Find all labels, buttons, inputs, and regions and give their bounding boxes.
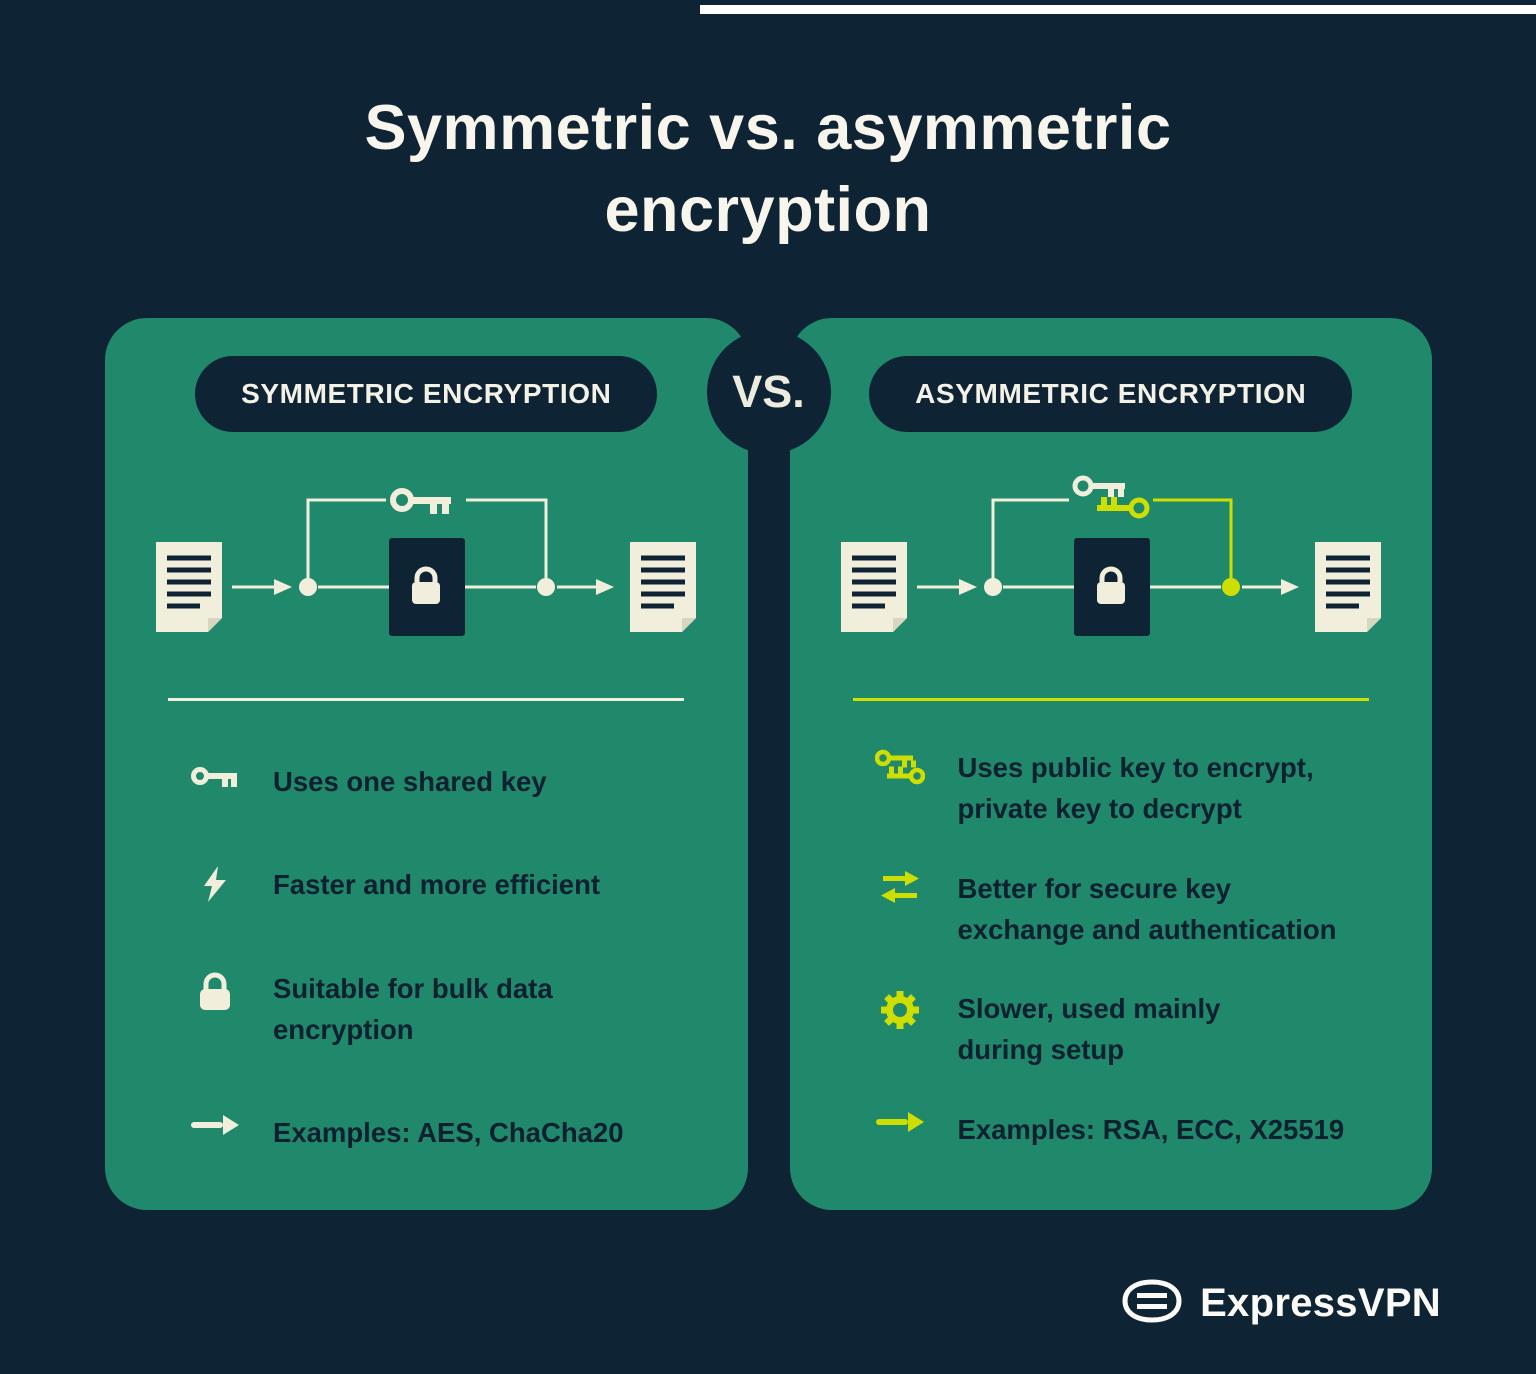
bullet-text: Uses public key to encrypt, private key … xyxy=(957,752,1314,825)
list-item: Uses public key to encrypt, private key … xyxy=(874,747,1393,830)
bullet-text: Examples: AES, ChaCha20 xyxy=(273,1117,624,1148)
exchange-arrows-icon xyxy=(874,868,926,904)
brand-footer: ExpressVPN xyxy=(1122,1279,1441,1328)
arrow-right-icon xyxy=(874,1109,926,1133)
asymmetric-bullets: Uses public key to encrypt, private key … xyxy=(790,747,1433,1150)
plaintext-document-icon xyxy=(840,542,907,632)
flow-arrowhead xyxy=(596,579,615,595)
bullet-text: Better for secure key exchange and authe… xyxy=(957,872,1337,945)
list-item: Examples: RSA, ECC, X25519 xyxy=(874,1109,1393,1150)
cipher-lock-box xyxy=(389,538,466,636)
bullet-text: Suitable for bulk data encryption xyxy=(273,972,553,1045)
asymmetric-flow-diagram xyxy=(840,475,1381,636)
bullet-text: Slower, used mainly during setup xyxy=(957,993,1221,1066)
list-item: Uses one shared key xyxy=(189,761,708,802)
ciphertext-document-icon xyxy=(630,542,697,632)
asymmetric-panel-header: ASYMMETRIC ENCRYPTION xyxy=(869,356,1353,432)
shared-key-icon xyxy=(390,488,452,514)
symmetric-divider xyxy=(168,698,685,701)
plaintext-document-icon xyxy=(156,542,223,632)
cipher-lock-box xyxy=(1073,538,1150,636)
key-node-dot xyxy=(537,578,556,596)
list-item: Slower, used mainly during setup xyxy=(874,988,1393,1071)
dual-key-icon xyxy=(1072,475,1150,519)
flow-arrowhead xyxy=(958,579,977,595)
key-connector-left xyxy=(991,498,1069,587)
bullet-text: Uses one shared key xyxy=(273,766,547,797)
symmetric-panel-header: SYMMETRIC ENCRYPTION xyxy=(195,356,658,432)
expressvpn-logo-icon xyxy=(1122,1279,1182,1328)
list-item: Faster and more efficient xyxy=(189,864,708,905)
list-item: Examples: AES, ChaCha20 xyxy=(189,1112,708,1153)
symmetric-panel: SYMMETRIC ENCRYPTION xyxy=(105,318,748,1210)
private-key-node-dot xyxy=(1221,578,1240,596)
key-connector-left xyxy=(306,498,387,587)
arrow-right-icon xyxy=(189,1112,241,1136)
asymmetric-panel: ASYMMETRIC ENCRYPTION xyxy=(789,318,1433,1210)
key-connector-right xyxy=(1152,498,1233,587)
flow-arrowhead xyxy=(274,579,293,595)
lightning-icon xyxy=(189,864,241,903)
lock-icon xyxy=(189,968,241,1012)
asymmetric-divider xyxy=(852,698,1369,701)
list-item: Suitable for bulk data encryption xyxy=(189,968,708,1051)
brand-wordmark: ExpressVPN xyxy=(1200,1281,1441,1325)
vs-badge-label: VS. xyxy=(732,366,805,417)
key-node-dot xyxy=(299,578,318,596)
double-key-icon xyxy=(874,747,926,785)
top-strip xyxy=(700,5,1536,14)
bullet-text: Examples: RSA, ECC, X25519 xyxy=(957,1113,1345,1145)
public-key-node-dot xyxy=(983,578,1002,596)
symmetric-flow-diagram xyxy=(156,488,697,636)
key-connector-right xyxy=(466,498,548,587)
flow-arrowhead xyxy=(1280,579,1299,595)
gear-icon xyxy=(874,988,926,1030)
ciphertext-document-icon xyxy=(1314,542,1381,632)
page-title: Symmetric vs. asymmetric encryption xyxy=(364,93,1172,245)
vs-badge: VS. xyxy=(706,330,831,454)
symmetric-bullets: Uses one shared key Faster and more effi… xyxy=(105,761,748,1153)
comparison-panels: VS. SYMMETRIC ENCRYPTION xyxy=(105,318,1432,1210)
key-icon xyxy=(189,761,241,789)
bullet-text: Faster and more efficient xyxy=(273,869,601,901)
list-item: Better for secure key exchange and authe… xyxy=(874,868,1393,951)
